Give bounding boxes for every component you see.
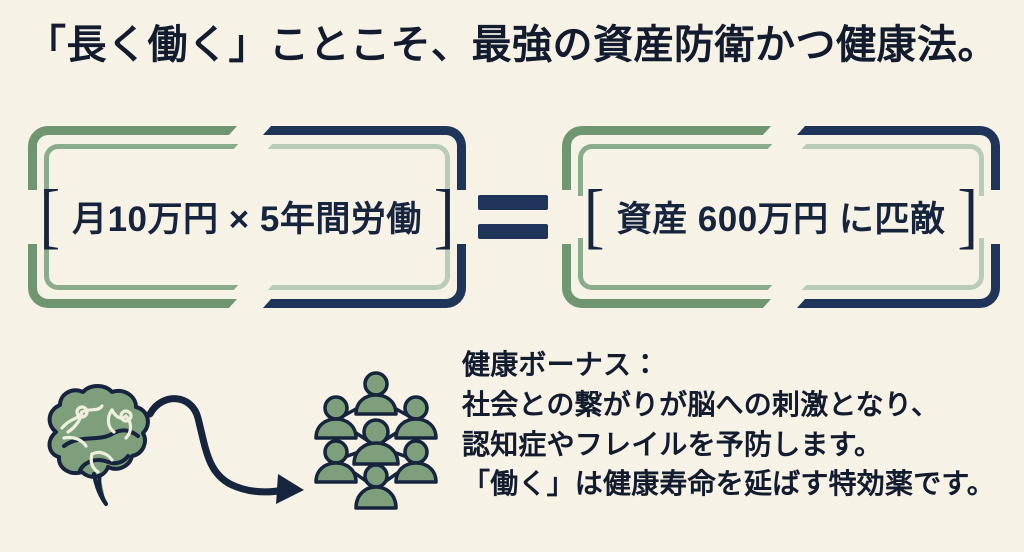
health-bonus-line-2: 認知症やフレイルを予防します。 xyxy=(462,428,883,460)
left-open-bracket: [ xyxy=(39,175,61,257)
frame-inner-bottom-right-green xyxy=(779,238,984,290)
equals-sign xyxy=(478,195,548,239)
frame-corner-bottom-left-green xyxy=(28,244,243,308)
frame-inner-bottom-right-green xyxy=(245,238,450,290)
equation-right-box: [ 資産 600万円 に匹敵 ] xyxy=(562,124,1000,310)
right-close-bracket: ] xyxy=(957,175,979,257)
frame-inner-bottom-left-green xyxy=(44,238,249,290)
brain-icon xyxy=(47,384,150,506)
frame-inner-bottom-left-green xyxy=(578,238,783,290)
equation-row: [ 月10万円 × 5年間労働 ] [ 資産 xyxy=(0,124,1024,310)
page-title: 「長く働く」ことこそ、最強の資産防衛かつ健康法。 xyxy=(26,22,998,67)
right-open-bracket: [ xyxy=(583,175,605,257)
frame-notch-bottom xyxy=(227,297,273,310)
health-bonus-line-1: 社会との繋がりが脳への刺激となり、 xyxy=(462,388,940,420)
left-close-bracket: ] xyxy=(433,175,455,257)
frame-notch-top xyxy=(227,124,273,137)
equation-left-content: [ 月10万円 × 5年間労働 ] xyxy=(28,179,466,252)
frame-notch-top xyxy=(761,124,807,137)
frame-notch-top-inner xyxy=(231,142,275,151)
equation-left-box: [ 月10万円 × 5年間労働 ] xyxy=(28,124,466,310)
health-bonus-text: 健康ボーナス： 社会との繋がりが脳への刺激となり、 認知症やフレイルを予防します… xyxy=(462,345,1022,504)
equation-right-text: 資産 600万円 に匹敵 xyxy=(616,200,946,240)
equals-bar-bottom xyxy=(478,224,548,239)
equation-left-text: 月10万円 × 5年間労働 xyxy=(72,200,422,240)
people-network-icon xyxy=(314,371,438,510)
frame-corner-top-left-green xyxy=(28,126,243,190)
equals-bar-top xyxy=(478,195,548,210)
health-bonus-heading: 健康ボーナス： xyxy=(462,349,660,380)
health-bonus-line-3: 「働く」は健康寿命を延ばす特効薬です。 xyxy=(462,468,996,500)
frame-notch-bottom-inner xyxy=(765,283,809,292)
frame-notch-bottom-inner xyxy=(231,283,275,292)
curved-arrow-icon xyxy=(146,395,304,504)
equation-right-content: [ 資産 600万円 に匹敵 ] xyxy=(562,179,1000,252)
frame-notch-top-inner xyxy=(765,142,809,151)
frame-notch-bottom xyxy=(761,297,807,310)
illustration-group xyxy=(20,362,450,522)
